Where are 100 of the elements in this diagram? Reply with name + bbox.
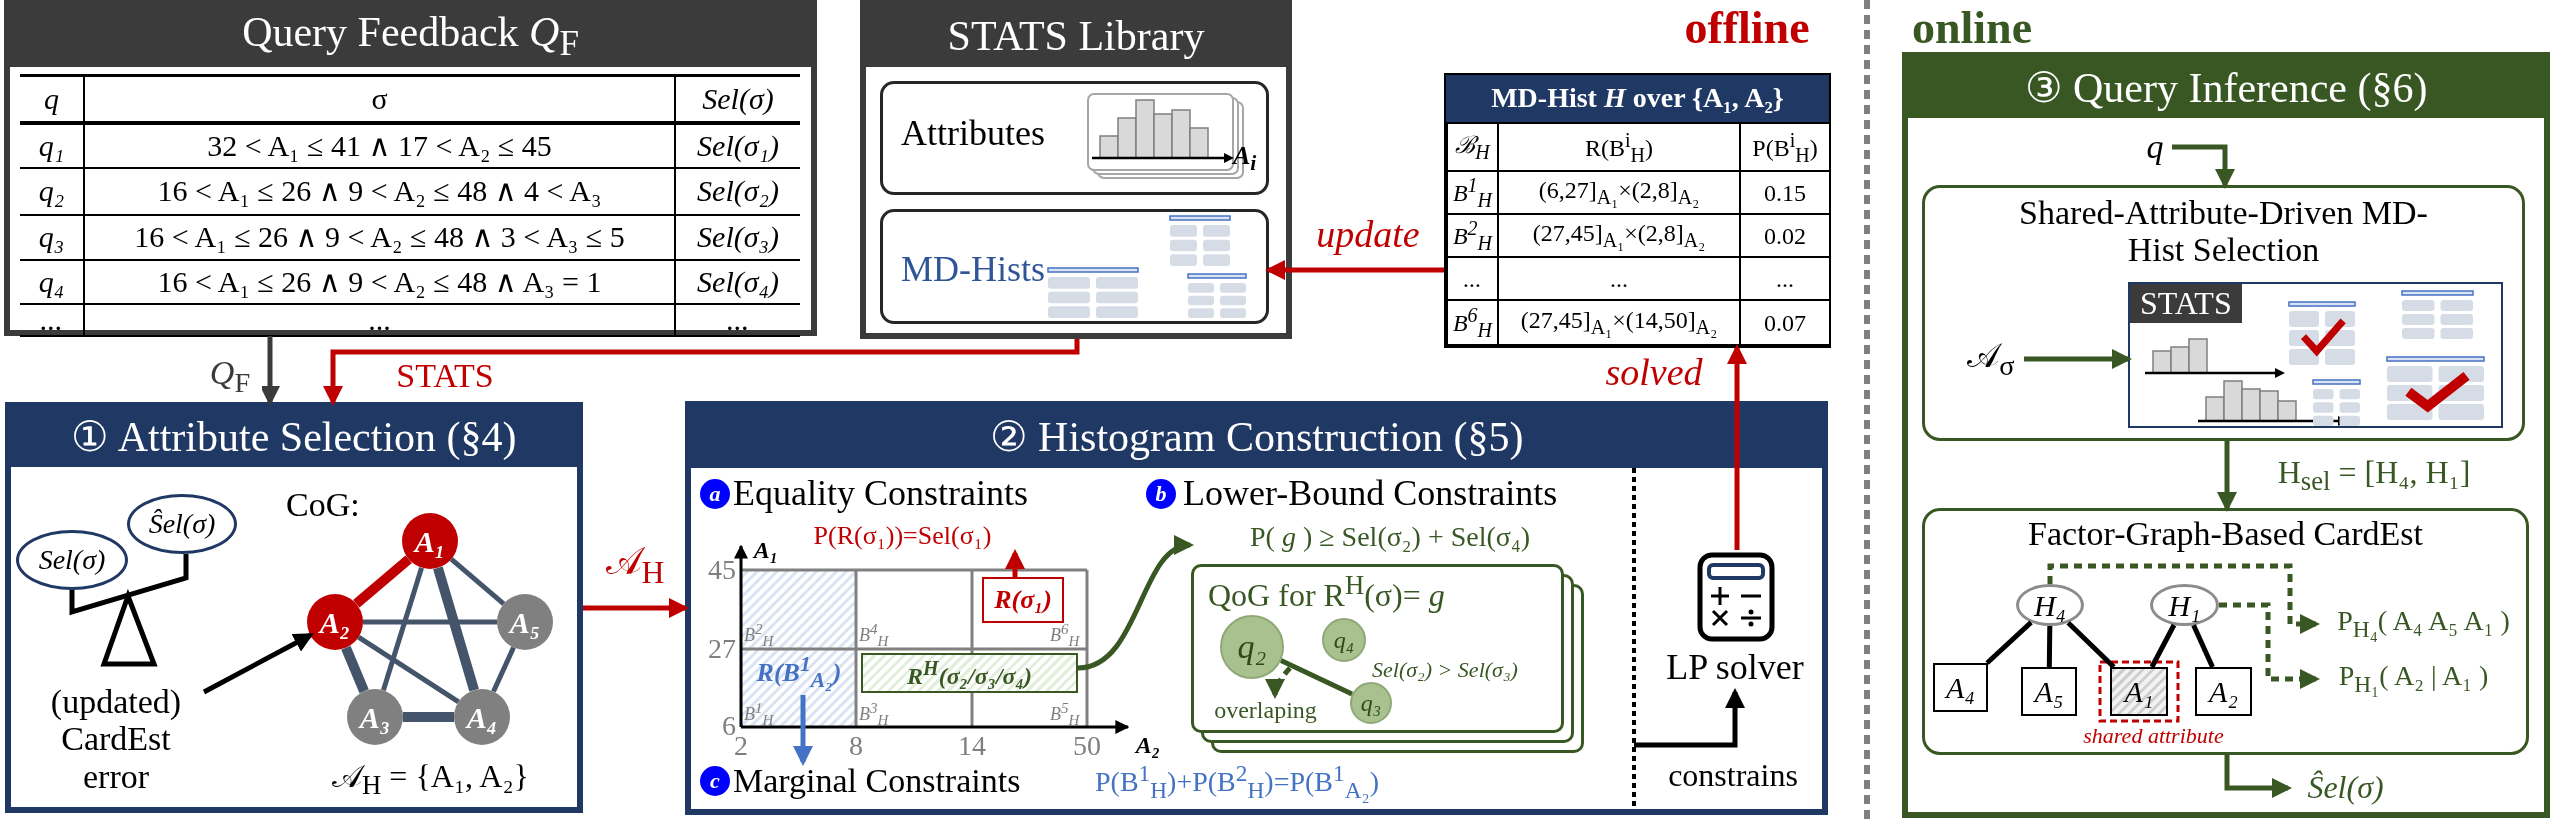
attribute-node: A₅ xyxy=(497,594,553,650)
table-entry: 0.02 xyxy=(1740,214,1830,257)
connector-line xyxy=(2191,624,2215,669)
connector-line xyxy=(341,645,369,694)
feedback-panel xyxy=(4,0,817,336)
table-entry: Sel(σ₁) xyxy=(675,122,800,168)
connector-line xyxy=(363,619,497,625)
connector-line xyxy=(2066,620,2116,669)
table-entry: 0.07 xyxy=(1740,300,1830,345)
connector-line xyxy=(1279,658,1354,697)
panel-title: Query Feedback Q$_{F}$ xyxy=(242,9,579,64)
attribute-box: A₂ xyxy=(2195,667,2252,716)
table-entry: Sel(σ₂) xyxy=(675,167,800,215)
panel-title: ① Attribute Selection (§4) xyxy=(71,414,517,461)
region-label: R(B$^{1}$$_{A₂}$) xyxy=(751,650,847,695)
arrow xyxy=(1727,344,1747,550)
block-label: LP solver xyxy=(1665,648,1805,688)
table-entry: q xyxy=(20,75,84,123)
table-entry: σ xyxy=(84,75,675,123)
query-node: q₃ xyxy=(1350,682,1392,724)
set-formula: 𝒜$_{H}$ = {A₁, A₂} xyxy=(331,760,530,800)
card-title: Attributes xyxy=(901,114,1045,154)
factor-node: H₁ xyxy=(2150,584,2219,626)
section-heading: Lower-Bound Constraints xyxy=(1183,474,1559,514)
table-entry: q₃ xyxy=(20,214,84,260)
step-card xyxy=(1922,185,2525,441)
table-entry: ... xyxy=(20,303,84,336)
connector-line xyxy=(1985,620,2033,665)
table-entry: q₂ xyxy=(20,167,84,215)
arrow xyxy=(1005,549,1025,577)
query-node: q₂ xyxy=(1220,615,1284,679)
arrow xyxy=(1077,538,1194,671)
attribute-node: A₃ xyxy=(347,689,403,745)
arrow xyxy=(583,598,689,618)
tick-label: 14 xyxy=(957,731,987,761)
table-entry: R(B$^{i}$$_{H}$) xyxy=(1498,123,1740,171)
arrow xyxy=(2219,602,2320,689)
table-entry: 32 < A₁ ≤ 41 ∧ 17 < A₂ ≤ 45 xyxy=(84,122,675,168)
card-title: QoG for R$^{H}$(σ)= g xyxy=(1208,571,1445,613)
mode-label: online xyxy=(1910,4,2034,52)
tick-label: 27 xyxy=(707,634,736,664)
connector-line xyxy=(2149,623,2177,669)
stage-panel xyxy=(685,401,1828,815)
arrow xyxy=(202,633,314,695)
arrow xyxy=(2224,755,2292,798)
table-entry: P(B$^{i}$$_{H}$) xyxy=(1740,123,1830,171)
table-entry: ... xyxy=(1498,257,1740,300)
attribute-card xyxy=(880,81,1269,195)
probability-formula: P$_{H₁}$( A₂ | A₁ ) xyxy=(2316,658,2511,700)
table-entry: ... xyxy=(84,303,675,336)
selectivity-ellipse: Ŝel(σ) xyxy=(127,494,237,554)
graph-title: CoG: xyxy=(286,487,361,523)
md-hist-card xyxy=(880,209,1269,324)
connector-line xyxy=(2046,625,2053,668)
panel-title: ② Histogram Construction (§5) xyxy=(989,414,1524,461)
tick-label: 45 xyxy=(707,555,736,585)
connector-line xyxy=(433,566,479,692)
arrow xyxy=(2024,349,2132,369)
table-entry: ... xyxy=(1447,257,1498,300)
connector-line xyxy=(357,635,460,704)
selectivity-ellipse: Sel(σ) xyxy=(16,530,128,590)
tag-label: STATS xyxy=(2130,284,2242,324)
arrow xyxy=(1265,666,1292,699)
table-entry: (27,45]$_{A₁}$×(2,8]$_{A₂}$ xyxy=(1498,214,1740,257)
caption-text: (updated) CardEst error xyxy=(28,680,204,798)
table-entry: 16 < A₁ ≤ 26 ∧ 9 < A₂ ≤ 48 ∧ 3 < A₃ ≤ 5 xyxy=(84,214,675,260)
constraint-formula: P( g ) ≥ Sel(σ₂) + Sel(σ₄) xyxy=(1190,517,1590,557)
table-entry: Sel(σ₃) xyxy=(675,214,800,260)
step-card xyxy=(1922,508,2529,755)
attribute-box: A₅ xyxy=(2021,667,2077,716)
region-box: R$^{H}$(σ₂/σ₃/σ₄) xyxy=(861,653,1078,693)
axis-label: A₂ xyxy=(1133,731,1162,759)
histogram-table xyxy=(1444,73,1831,348)
tick-label: 6 xyxy=(721,711,736,741)
arrow xyxy=(2217,441,2237,512)
table-entry: q₁ xyxy=(20,122,84,168)
table-entry: (6,27]$_{A₁}$×(2,8]$_{A₂}$ xyxy=(1498,171,1740,214)
connector-line xyxy=(353,555,412,608)
table-entry: 16 < A₁ ≤ 26 ∧ 9 < A₂ ≤ 48 ∧ A₃ = 1 xyxy=(84,259,675,304)
attribute-box: A₄ xyxy=(1933,663,1988,712)
card-title: MD-Hists xyxy=(901,250,1046,290)
connector-line xyxy=(491,646,516,693)
region-box: R(σ₁) xyxy=(982,577,1064,623)
table-entry: 0.15 xyxy=(1740,171,1830,214)
section-heading: Equality Constraints xyxy=(733,474,1029,514)
section-heading: Marginal Constraints xyxy=(733,762,1078,800)
step-badge: c xyxy=(700,766,730,796)
panel-title: STATS Library xyxy=(947,13,1205,60)
table-entry: Sel(σ₄) xyxy=(675,259,800,304)
tick-label: 2 xyxy=(734,731,749,761)
connector-line xyxy=(381,566,424,692)
card-title: Factor-Graph-Based CardEst xyxy=(2028,515,2423,553)
arrow xyxy=(1634,688,1745,748)
attribute-node: A₁ xyxy=(402,513,458,569)
table-entry: (27,45]$_{A₁}$×(14,50]$_{A₂}$ xyxy=(1498,300,1740,345)
tick-label: 8 xyxy=(848,731,864,761)
attribute-node: A₂ xyxy=(307,594,363,650)
arrow xyxy=(1265,260,1444,280)
attribute-box: A₁ xyxy=(2110,667,2168,716)
query-node: q₄ xyxy=(1322,618,1366,662)
